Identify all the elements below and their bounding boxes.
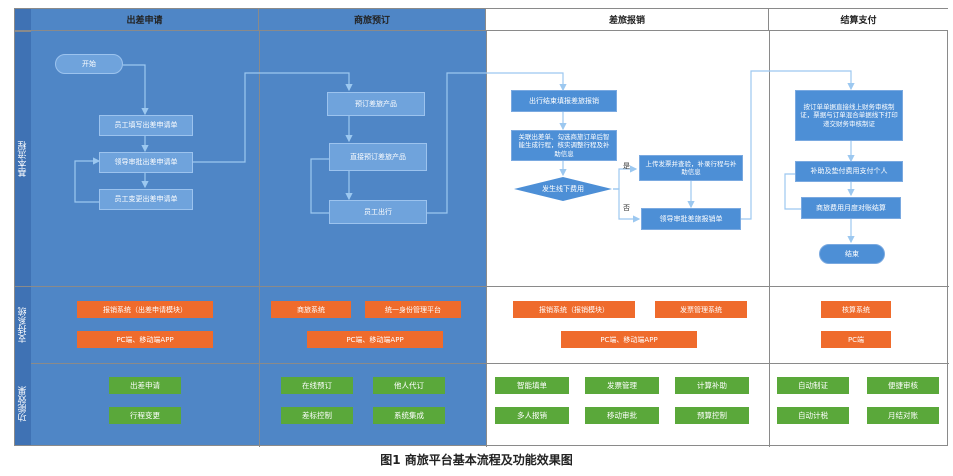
end-node: 结束 (819, 244, 885, 264)
direct-booking-step: 直接预订差旅产品 (329, 143, 427, 171)
figure-caption: 图1 商旅平台基本流程及功能效果图 (380, 453, 573, 467)
offline-expense-decision: 发生线下费用 (513, 176, 613, 202)
effect-smart-fill: 智能填单 (495, 377, 569, 394)
book-travel-products-step: 预订差旅产品 (327, 92, 425, 116)
effect-multi-person-reimburse: 多人报销 (495, 407, 569, 424)
column-separator (259, 31, 260, 447)
yes-label: 是 (623, 162, 630, 170)
effect-standard-control: 差标控制 (281, 407, 353, 424)
effect-allowance-calculation: 计算补助 (675, 377, 749, 394)
column-header-booking: 商旅预订 (259, 9, 486, 31)
effect-budget-control: 预算控制 (675, 407, 749, 424)
approve-reimburse-step: 领导审批差旅报销单 (641, 208, 741, 230)
effect-mobile-approval: 移动审批 (585, 407, 659, 424)
column-separator (486, 31, 487, 447)
support-reimburse-module: 报销系统（报销模块） (513, 301, 635, 318)
effect-invoice-management: 发票管理 (585, 377, 659, 394)
effect-proxy-booking: 他人代订 (373, 377, 445, 394)
no-label: 否 (623, 204, 630, 212)
effect-travel-apply: 出差申请 (109, 377, 181, 394)
support-invoice-system: 发票管理系统 (655, 301, 747, 318)
generate-itinerary-step: 关联出差单、勾选商旅订单后智能生成行程，核实调整行程及补助信息 (511, 130, 617, 161)
row-separator (31, 286, 949, 287)
support-pc: PC端 (821, 331, 891, 348)
column-header-reimburse: 差旅报销 (486, 9, 769, 31)
audit-voucher-step: 按订单单据直接线上财务审核制证，票据与订单混合单据线下打印递交财务审核制证 (795, 90, 903, 141)
start-node: 开始 (55, 54, 123, 74)
decision-label: 发生线下费用 (542, 184, 584, 193)
employee-travel-step: 员工出行 (329, 200, 427, 224)
upload-invoice-step: 上传发票并查验，补录行程与补助信息 (639, 155, 743, 181)
column-header-apply: 出差申请 (31, 9, 259, 31)
corner-cell (15, 9, 31, 31)
effect-easy-audit: 便捷审核 (867, 377, 939, 394)
support-reimburse-apply-module: 报销系统（出差申请模块） (77, 301, 213, 318)
approve-apply-form-step: 领导审批出差申请单 (99, 152, 193, 173)
fill-apply-form-step: 员工填写出差申请单 (99, 115, 193, 136)
support-pc-mobile: PC端、移动端APP (77, 331, 213, 348)
effect-monthly-reconcile: 月结对账 (867, 407, 939, 424)
support-identity-platform: 统一身份管理平台 (365, 301, 461, 318)
support-accounting-system: 核算系统 (821, 301, 891, 318)
support-travel-system: 商旅系统 (271, 301, 351, 318)
row-separator (31, 363, 949, 364)
fill-reimburse-step: 出行结束填报差旅报销 (511, 90, 617, 112)
effect-itinerary-change: 行程变更 (109, 407, 181, 424)
change-apply-form-step: 员工变更出差申请单 (99, 189, 193, 210)
effect-system-integration: 系统集成 (373, 407, 445, 424)
column-header-settle: 结算支付 (769, 9, 948, 31)
monthly-settlement-step: 商旅费用月度对账结算 (801, 197, 901, 219)
support-pc-mobile: PC端、移动端APP (307, 331, 443, 348)
pay-individual-step: 补助及垫付费用支付个人 (795, 161, 903, 182)
flow-diagram: 出差申请 商旅预订 差旅报销 结算支付 基本流程 支持系统 功能效果 (14, 8, 949, 447)
support-pc-mobile: PC端、移动端APP (561, 331, 697, 348)
effect-auto-voucher: 自动制证 (777, 377, 849, 394)
effect-online-booking: 在线预订 (281, 377, 353, 394)
effect-auto-tax: 自动计税 (777, 407, 849, 424)
column-separator (769, 31, 770, 447)
flow-arrows (74, 64, 855, 244)
